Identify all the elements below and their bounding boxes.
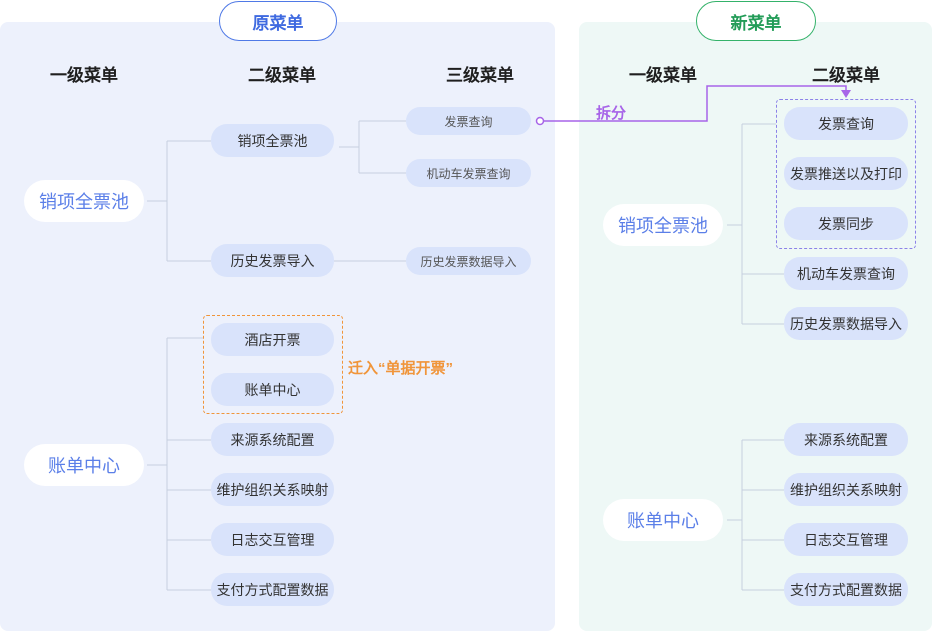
migrate-group-box [203, 315, 343, 414]
old-l2-log-management: 日志交互管理 [211, 523, 334, 556]
old-level1-header: 一级菜单 [50, 66, 118, 85]
new-l2-history-data-import: 历史发票数据导入 [784, 307, 908, 340]
old-l2-hotel-invoice: 酒店开票 [211, 323, 334, 356]
new-l2-invoice-push-print: 发票推送以及打印 [784, 157, 908, 190]
new-l2-invoice-query: 发票查询 [784, 107, 908, 140]
new-l2-vehicle-invoice-query: 机动车发票查询 [784, 257, 908, 290]
new-l2-org-mapping: 维护组织关系映射 [784, 473, 908, 506]
old-l3-invoice-query: 发票查询 [406, 107, 531, 135]
split-arrow [535, 85, 847, 126]
old-l2-source-config: 来源系统配置 [211, 423, 334, 456]
migrate-note: 迁入“单据开票” [348, 360, 454, 377]
old-level2-header: 二级菜单 [248, 66, 316, 85]
old-l3-vehicle-invoice-query: 机动车发票查询 [406, 159, 531, 187]
split-arrow-head [841, 90, 851, 98]
new-l2-source-config: 来源系统配置 [784, 423, 908, 456]
old-level3-header: 三级菜单 [446, 66, 514, 85]
new-level2-header: 二级菜单 [812, 66, 880, 85]
split-group-box [776, 99, 916, 249]
new-l2-payment-config: 支付方式配置数据 [784, 573, 908, 606]
new-menu-badge: 新菜单 [696, 1, 816, 41]
new-l1-bill-center: 账单中心 [603, 499, 723, 541]
old-menu-badge: 原菜单 [219, 1, 337, 41]
old-l2-sales-pool: 销项全票池 [211, 124, 334, 157]
old-l2-payment-config: 支付方式配置数据 [211, 573, 334, 606]
old-l3-history-data-import: 历史发票数据导入 [406, 247, 531, 275]
old-l2-history-import: 历史发票导入 [211, 244, 334, 277]
new-l2-invoice-sync: 发票同步 [784, 207, 908, 240]
new-level1-header: 一级菜单 [629, 66, 697, 85]
new-l2-log-management: 日志交互管理 [784, 523, 908, 556]
new-l1-sales-pool: 销项全票池 [603, 204, 723, 246]
old-l1-sales-pool: 销项全票池 [24, 180, 144, 222]
old-l2-bill-center: 账单中心 [211, 373, 334, 406]
old-l2-org-mapping: 维护组织关系映射 [211, 473, 334, 506]
split-note: 拆分 [596, 105, 627, 122]
old-l1-bill-center: 账单中心 [24, 444, 144, 486]
